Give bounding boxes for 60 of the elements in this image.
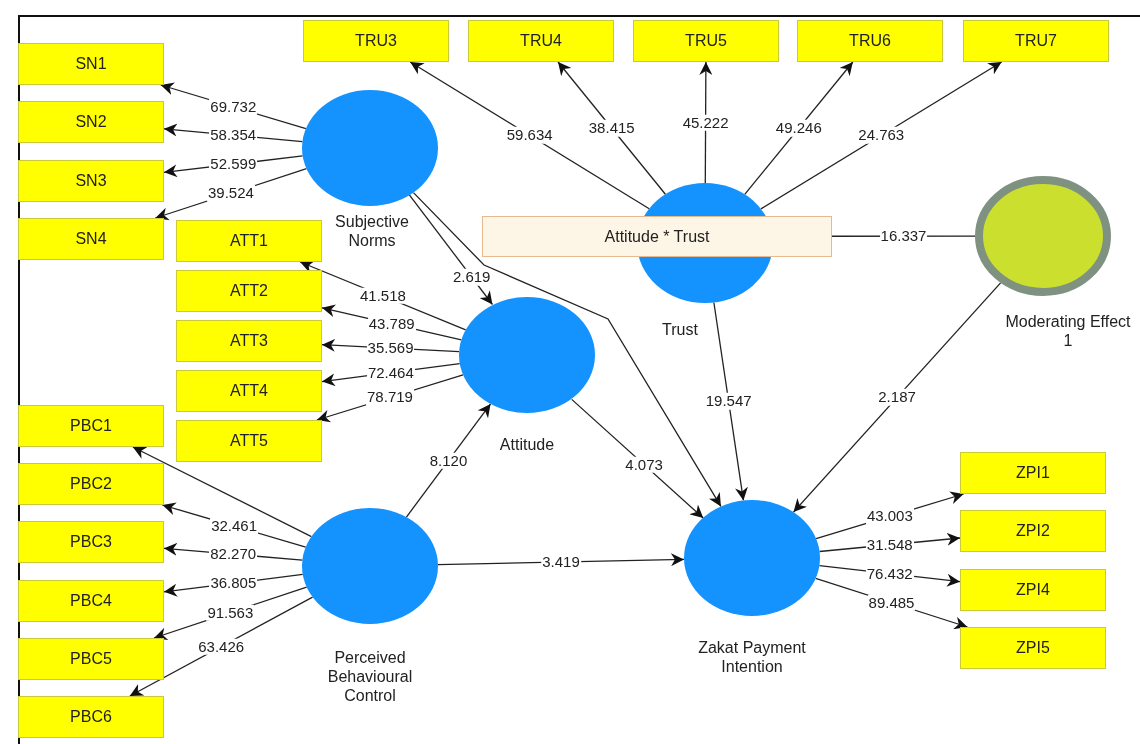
construct-label: Moderating Effect 1 <box>1004 312 1132 351</box>
path-coefficient: 32.461 <box>210 517 258 535</box>
path-coefficient: 8.120 <box>428 452 469 469</box>
indicator-box: TRU5 <box>633 20 779 62</box>
path-coefficient: 4.073 <box>624 456 664 473</box>
indicator-box: PBC4 <box>18 580 164 622</box>
path-coefficient: 19.547 <box>704 393 753 410</box>
path-coefficient: 43.003 <box>865 508 914 525</box>
indicator-box: PBC6 <box>18 696 164 738</box>
path-coefficient: 24.763 <box>857 127 906 144</box>
arrow <box>699 61 713 184</box>
indicator-box: TRU6 <box>797 20 943 62</box>
path-coefficient: 63.426 <box>197 638 246 655</box>
arrow <box>132 446 313 538</box>
arrow <box>744 61 854 195</box>
path-coefficient: 89.485 <box>867 594 916 611</box>
construct-label: Zakat Payment Intention <box>697 638 807 677</box>
indicator-box: SN3 <box>18 160 164 202</box>
path-coefficient: 38.415 <box>587 119 636 137</box>
arrow <box>409 61 650 210</box>
indicator-box: ATT5 <box>176 420 322 462</box>
indicator-box: TRU7 <box>963 20 1109 62</box>
arrow <box>792 282 1002 513</box>
indicator-box: ATT1 <box>176 220 322 262</box>
arrow <box>760 61 1003 210</box>
indicator-box: ZPI4 <box>960 569 1106 611</box>
path-coefficient: 43.789 <box>367 315 416 333</box>
path-coefficient: 78.719 <box>366 389 414 406</box>
indicator-box: ATT3 <box>176 320 322 362</box>
path-coefficient: 45.222 <box>681 114 730 131</box>
construct-label: Attitude <box>498 435 556 455</box>
indicator-box: ZPI1 <box>960 452 1106 494</box>
construct-label: Trust <box>661 320 699 340</box>
indicator-box: ATT2 <box>176 270 322 312</box>
indicator-box: PBC1 <box>18 405 164 447</box>
indicator-box: SN2 <box>18 101 164 143</box>
arrow <box>713 301 748 502</box>
construct-label: Subjective Norms <box>334 212 410 251</box>
indicator-box: PBC2 <box>18 463 164 505</box>
indicator-box: ATT4 <box>176 370 322 412</box>
path-coefficient: 69.732 <box>209 98 258 116</box>
path-coefficient: 49.246 <box>774 119 823 137</box>
path-coefficient: 2.187 <box>877 389 917 406</box>
construct-label: Perceived Behavioural Control <box>326 648 414 706</box>
path-coefficient: 2.619 <box>451 268 492 286</box>
indicator-box: SN4 <box>18 218 164 260</box>
indicator-box: PBC5 <box>18 638 164 680</box>
indicator-box: SN1 <box>18 43 164 85</box>
path-coefficient: 41.518 <box>359 287 407 305</box>
indicator-box: ZPI2 <box>960 510 1106 552</box>
arrow <box>557 61 667 195</box>
interaction-term-box: Attitude * Trust <box>482 216 832 257</box>
path-coefficient: 39.524 <box>207 185 255 202</box>
indicator-box: TRU4 <box>468 20 614 62</box>
indicator-box: ZPI5 <box>960 627 1106 669</box>
indicator-box: TRU3 <box>303 20 449 62</box>
arrow <box>412 191 722 508</box>
path-coefficient: 91.563 <box>206 604 255 621</box>
path-coefficient: 59.634 <box>505 127 554 144</box>
indicator-box: PBC3 <box>18 521 164 563</box>
